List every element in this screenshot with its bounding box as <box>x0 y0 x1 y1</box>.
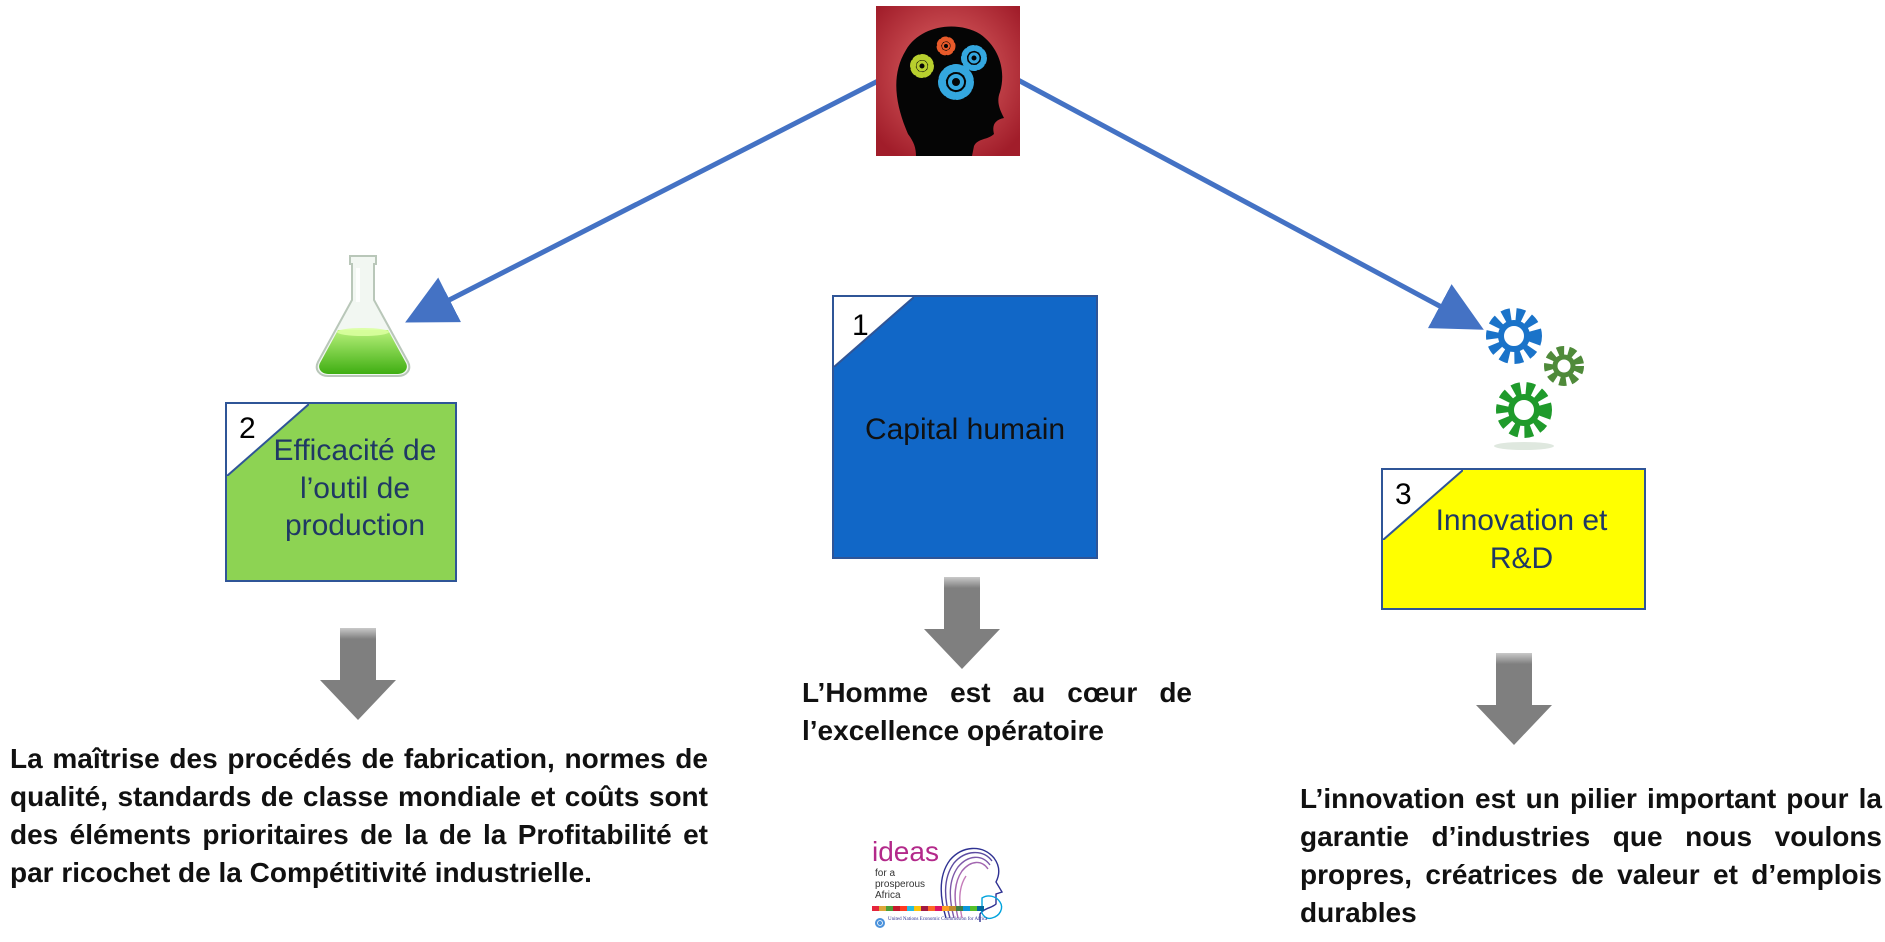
ideas-prosperous-africa-logo: ideas for a prosperous Africa United Nat… <box>872 838 1042 938</box>
box-corner-fold <box>834 297 914 367</box>
down-arrow-center <box>924 577 1000 669</box>
box-label: Innovation et R&D <box>1435 504 1608 575</box>
box-capital-humain: 1 Capital humain <box>832 295 1098 559</box>
logo-color-strip <box>872 906 984 911</box>
profile-heads-icon <box>940 847 1004 922</box>
logo-line-1: ideas <box>872 836 939 867</box>
connector-to-right <box>1016 77 1484 330</box>
description-center: L’Homme est au cœur de l’excellence opér… <box>802 677 1192 746</box>
box-corner-fold <box>227 404 309 476</box>
box-number: 1 <box>852 309 869 342</box>
description-right: L’innovation est un pilier important pou… <box>1300 783 1882 928</box>
head-gears-icon <box>876 6 1020 156</box>
box-label: Efficacité de l’outil de production <box>273 434 437 542</box>
gears-icon <box>1474 300 1594 452</box>
box-corner-fold <box>1383 470 1463 540</box>
logo-line-3: prosperous <box>875 879 926 890</box>
down-arrow-left <box>320 628 396 720</box>
box-innovation-rd: 3 Innovation et R&D <box>1381 468 1646 610</box>
box-number: 2 <box>239 412 256 445</box>
description-left: La maîtrise des procédés de fabrication,… <box>10 743 708 888</box>
box-label: Capital humain <box>864 413 1066 446</box>
logo-org-name: United Nations Economic Commission for A… <box>888 917 988 922</box>
logo-line-2: for a <box>875 868 896 879</box>
box-number: 3 <box>1395 478 1412 511</box>
logo-line-4: Africa <box>875 890 901 901</box>
un-emblem-icon <box>875 918 885 928</box>
connector-to-left <box>405 77 882 323</box>
flask-icon <box>308 250 418 380</box>
box-efficacite-outil-production: 2 Efficacité de l’outil de production <box>225 402 457 582</box>
down-arrow-right <box>1476 653 1552 745</box>
